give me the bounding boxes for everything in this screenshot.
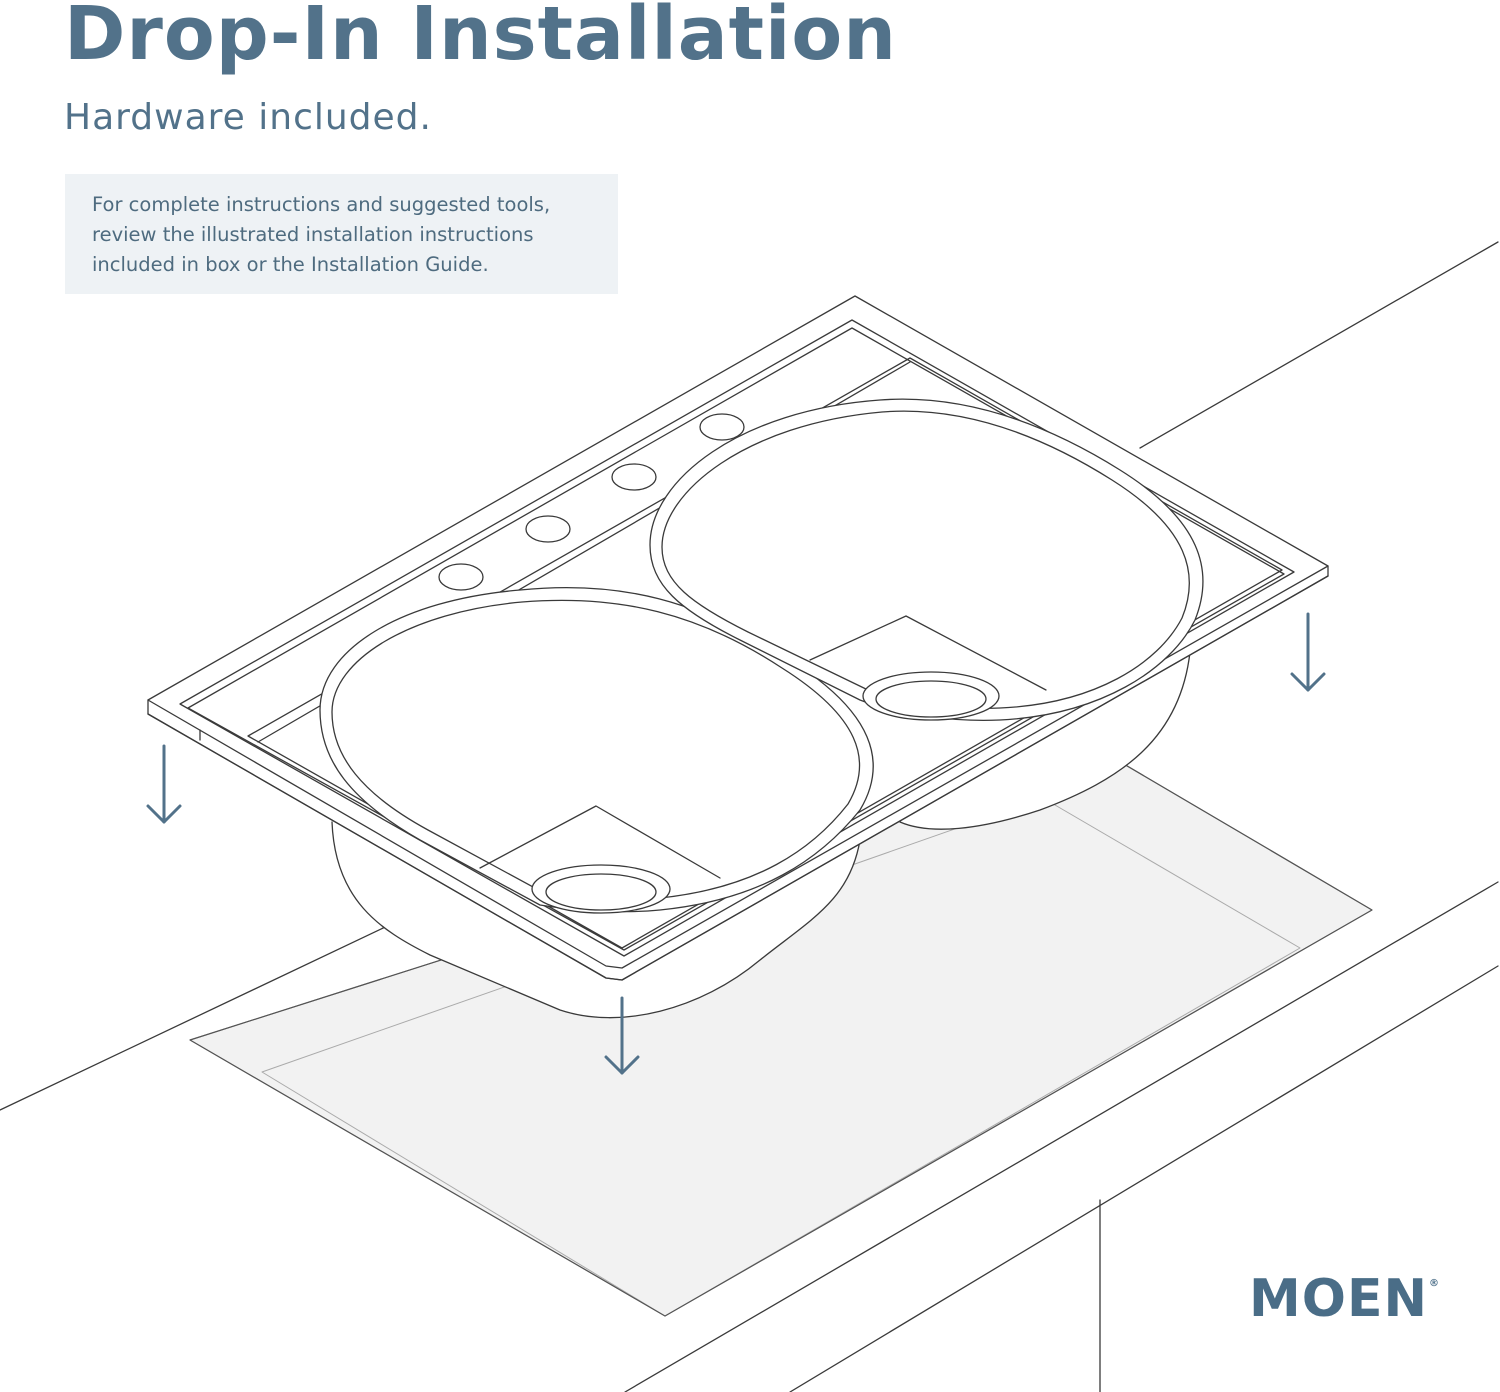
down-arrow-icon (604, 996, 640, 1075)
right-bowl (649, 398, 1204, 721)
sink-front-edge (147, 575, 1329, 981)
down-arrow-icon (146, 744, 182, 824)
countertop (0, 241, 1499, 1392)
page-subtitle: Hardware included. (64, 97, 432, 138)
note-line: For complete instructions and suggested … (92, 193, 551, 216)
page-title: Drop-In Installation (64, 0, 897, 77)
note-line: included in box or the Installation Guid… (92, 253, 489, 276)
registered-mark: ® (1429, 1278, 1440, 1289)
instructions-note: For complete instructions and suggested … (65, 174, 618, 294)
faucet-holes (438, 413, 745, 591)
moen-logo: MOEN® (1249, 1273, 1440, 1325)
down-arrow-icon (1290, 612, 1326, 692)
logo-text: MOEN (1249, 1269, 1428, 1329)
left-bowl (319, 586, 874, 914)
note-line: review the illustrated installation inst… (92, 223, 534, 246)
